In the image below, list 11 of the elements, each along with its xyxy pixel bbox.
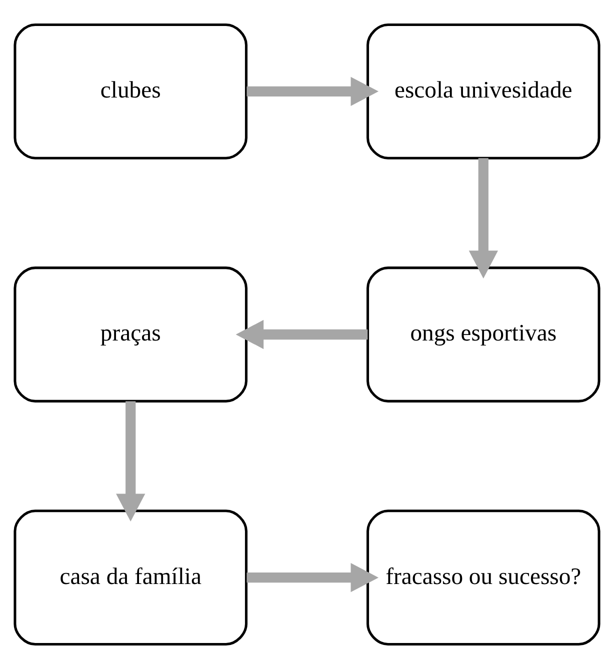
node-box: praças xyxy=(14,266,248,402)
node-box: ongs esportivas xyxy=(366,266,600,402)
arrow xyxy=(468,158,498,278)
arrow xyxy=(246,562,379,592)
node-box: clubes xyxy=(14,22,248,159)
node-box: escola univesidade xyxy=(366,22,600,159)
arrow xyxy=(246,76,379,106)
arrow xyxy=(116,400,146,522)
arrow xyxy=(236,319,368,349)
node-box: casa da família xyxy=(14,509,248,646)
node-box: fracasso ou sucesso? xyxy=(366,509,600,646)
